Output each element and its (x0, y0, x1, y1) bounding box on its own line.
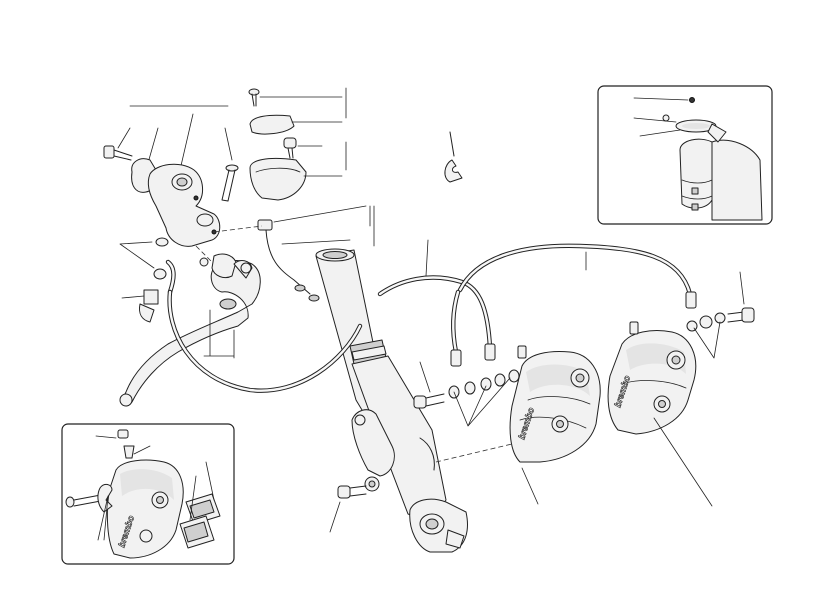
leader-line (133, 445, 151, 455)
bleed-nipple (629, 321, 639, 335)
bleed-nipple (517, 345, 527, 359)
banjo-bolt (727, 307, 755, 323)
leader-line (95, 435, 117, 439)
caliper-mount-bracket (351, 409, 395, 477)
bleed-screw (123, 445, 135, 459)
reservoir-cover (249, 114, 295, 135)
leader-line (121, 295, 145, 299)
leader-line (117, 127, 131, 149)
banjo-fitting (494, 373, 506, 387)
right-brake-caliper: brembo (607, 271, 755, 507)
leader-line (329, 501, 341, 533)
leader-line (97, 495, 109, 541)
leader-line (521, 467, 539, 505)
pivot-boss (196, 213, 214, 227)
brake-hoses (167, 239, 697, 393)
banjo-fitting (699, 315, 713, 329)
master-cylinder-group (103, 87, 375, 407)
reservoir-bolt (221, 164, 239, 202)
caliper-mount-bolt (329, 485, 367, 533)
cover-screw (283, 137, 323, 159)
lever-adjuster (219, 298, 237, 310)
leader-line (633, 97, 689, 137)
hose-guide (419, 437, 435, 471)
reservoir-cup (249, 157, 307, 201)
leader-line (739, 271, 745, 305)
clamp-nut (662, 114, 670, 122)
leader-line (224, 127, 233, 161)
lever-bracket (203, 309, 235, 359)
brake-light-switch (257, 205, 367, 302)
inset-hose-clamp (597, 85, 773, 225)
leader-line (419, 361, 431, 393)
clamp-screw (689, 97, 695, 103)
hose-clip (444, 131, 463, 183)
lever-tip (119, 393, 133, 407)
banjo-bolt (143, 289, 159, 305)
leader-line (453, 377, 511, 427)
copper-washer (155, 237, 169, 247)
bleed-cap (117, 429, 129, 439)
hose-fitting (484, 343, 496, 361)
leader-line (119, 241, 155, 269)
copper-washer (686, 320, 698, 332)
left-brake-caliper: brembo (413, 345, 601, 505)
copper-washer (508, 369, 520, 383)
copper-washer (714, 312, 726, 324)
pad-spring (97, 483, 113, 513)
leader-line (425, 239, 587, 277)
banjo-fitting (464, 381, 476, 395)
group-bracket-switch (369, 205, 375, 247)
leader-line (693, 321, 721, 359)
inset-caliper-pads: brembo (61, 423, 235, 565)
front-fork (315, 248, 513, 553)
hose-fitting (450, 349, 462, 367)
leader-line (653, 417, 713, 507)
brake-lever (123, 260, 261, 406)
leader-line (179, 113, 194, 171)
clamp-screw (103, 145, 133, 161)
copper-washer (153, 268, 167, 280)
copper-washer (480, 377, 492, 391)
leader-line (189, 461, 215, 521)
hose-fitting (685, 291, 697, 309)
lever-spring (199, 257, 209, 267)
lever-pivot-block (211, 253, 237, 279)
cap-screw (248, 88, 343, 107)
banjo-bolt (413, 393, 445, 409)
